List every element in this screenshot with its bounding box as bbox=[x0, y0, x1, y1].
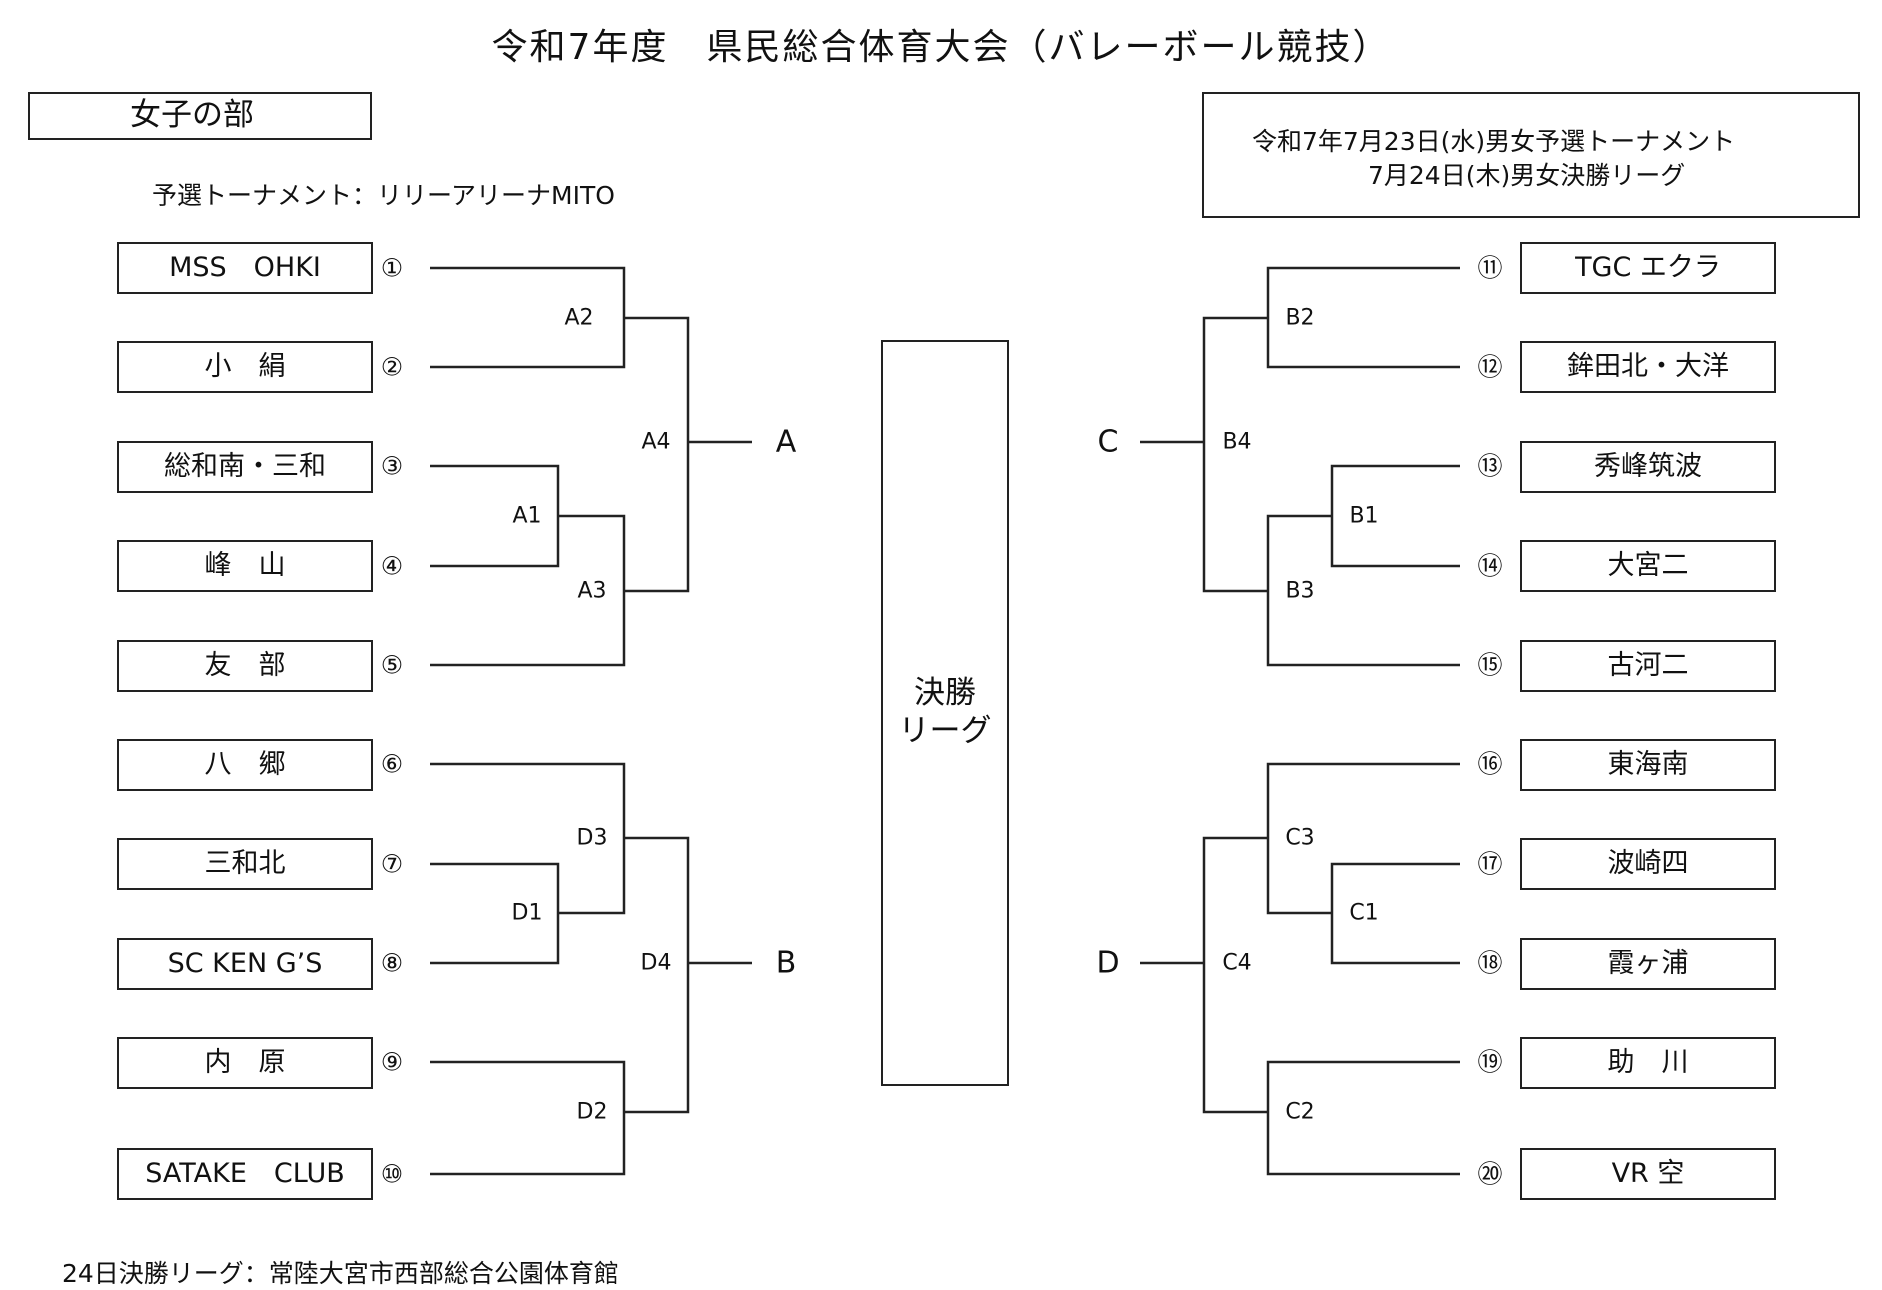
match-label-c2: C2 bbox=[1285, 1100, 1314, 1125]
match-line-d2 bbox=[430, 1060, 626, 1176]
team-box-8: SC KEN G’S bbox=[117, 938, 373, 990]
team-box-11: TGC エクラ bbox=[1520, 242, 1776, 294]
team-box-7: 三和北 bbox=[117, 838, 373, 890]
seed-18: ⑱ bbox=[1477, 949, 1502, 978]
match-line-c2 bbox=[1266, 1060, 1460, 1176]
match-label-c1: C1 bbox=[1349, 901, 1378, 926]
final-league-label-line-2: リーグ bbox=[898, 713, 992, 749]
team-box-2: 小 絹 bbox=[117, 341, 373, 393]
team-box-15: 古河二 bbox=[1520, 640, 1776, 692]
team-box-19: 助 川 bbox=[1520, 1037, 1776, 1089]
match-label-a4: A4 bbox=[641, 430, 670, 455]
seed-5: ⑤ bbox=[381, 651, 403, 680]
match-label-a1: A1 bbox=[512, 504, 541, 529]
team-box-18: 霞ヶ浦 bbox=[1520, 938, 1776, 990]
schedule-line-1: 令和7年7月23日(水)男女予選トーナメント bbox=[1252, 127, 1736, 156]
final-league-label: 決勝 リーグ bbox=[883, 674, 1007, 750]
seed-15: ⑮ bbox=[1477, 651, 1502, 680]
block-label-b: B bbox=[776, 946, 797, 981]
block-labels: A B C D bbox=[776, 425, 1120, 981]
team-box-9: 内 原 bbox=[117, 1037, 373, 1089]
match-label-c3: C3 bbox=[1285, 826, 1314, 851]
match-label-d2: D2 bbox=[577, 1100, 608, 1125]
schedule-line-2: 7月24日(木)男女決勝リーグ bbox=[1368, 161, 1686, 190]
seed-9: ⑨ bbox=[381, 1048, 403, 1077]
seed-10: ⑩ bbox=[381, 1160, 403, 1189]
match-label-d4: D4 bbox=[641, 951, 672, 976]
seed-1: ① bbox=[381, 254, 403, 283]
seed-19: ⑲ bbox=[1477, 1048, 1502, 1077]
seed-12: ⑫ bbox=[1477, 353, 1502, 382]
team-box-13: 秀峰筑波 bbox=[1520, 441, 1776, 493]
team-box-1: MSS OHKI bbox=[117, 242, 373, 294]
final-league-box: 決勝 リーグ bbox=[881, 340, 1009, 1086]
seed-14: ⑭ bbox=[1477, 552, 1502, 581]
match-line-d4 bbox=[624, 836, 690, 1114]
seed-numbers-left: ① ② ③ ④ ⑤ ⑥ ⑦ ⑧ ⑨ ⑩ bbox=[381, 254, 403, 1189]
team-box-20: VR 空 bbox=[1520, 1148, 1776, 1200]
schedule-box: 令和7年7月23日(水)男女予選トーナメント 7月24日(木)男女決勝リーグ bbox=[1202, 92, 1860, 218]
seed-7: ⑦ bbox=[381, 850, 403, 879]
team-box-4: 峰 山 bbox=[117, 540, 373, 592]
seed-20: ⑳ bbox=[1477, 1160, 1502, 1189]
seed-11: ⑪ bbox=[1477, 254, 1502, 283]
team-box-5: 友 部 bbox=[117, 640, 373, 692]
preliminary-venue: 予選トーナメント：リリーアリーナMITO bbox=[152, 181, 615, 210]
match-label-c4: C4 bbox=[1222, 951, 1251, 976]
match-line-a2 bbox=[430, 266, 626, 369]
team-box-14: 大宮二 bbox=[1520, 540, 1776, 592]
seed-6: ⑥ bbox=[381, 750, 403, 779]
seed-17: ⑰ bbox=[1477, 850, 1502, 879]
match-line-a4 bbox=[624, 316, 690, 593]
match-label-b3: B3 bbox=[1285, 579, 1314, 604]
team-box-10: SATAKE CLUB bbox=[117, 1148, 373, 1200]
match-line-c4 bbox=[1202, 836, 1268, 1114]
final-league-label-line-1: 決勝 bbox=[914, 675, 976, 711]
final-venue: 24日決勝リーグ：常陸大宮市西部総合公園体育館 bbox=[62, 1259, 619, 1288]
match-label-d3: D3 bbox=[577, 826, 608, 851]
match-label-b1: B1 bbox=[1349, 504, 1378, 529]
page-title: 令和7年度 県民総合体育大会（バレーボール競技） bbox=[491, 27, 1391, 68]
section-label: 女子の部 bbox=[28, 92, 372, 140]
match-label-a2: A2 bbox=[564, 306, 593, 331]
team-box-6: 八 郷 bbox=[117, 739, 373, 791]
match-label-b2: B2 bbox=[1285, 306, 1314, 331]
team-box-12: 鉾田北・大洋 bbox=[1520, 341, 1776, 393]
block-label-d: D bbox=[1096, 946, 1119, 981]
seed-3: ③ bbox=[381, 452, 403, 481]
block-label-c: C bbox=[1098, 425, 1119, 460]
team-box-3: 総和南・三和 bbox=[117, 441, 373, 493]
seed-16: ⑯ bbox=[1477, 750, 1502, 779]
seed-13: ⑬ bbox=[1477, 452, 1502, 481]
team-box-17: 波崎四 bbox=[1520, 838, 1776, 890]
bracket-lines bbox=[430, 266, 1460, 1176]
match-label-d1: D1 bbox=[512, 901, 543, 926]
seed-4: ④ bbox=[381, 552, 403, 581]
block-label-a: A bbox=[776, 425, 797, 460]
match-labels: A2 A1 A3 A4 D1 D3 D2 D4 B2 B1 B3 B4 C1 C… bbox=[512, 306, 1379, 1125]
match-label-b4: B4 bbox=[1222, 430, 1251, 455]
seed-8: ⑧ bbox=[381, 949, 403, 978]
seed-numbers-right: ⑪ ⑫ ⑬ ⑭ ⑮ ⑯ ⑰ ⑱ ⑲ ⑳ bbox=[1477, 254, 1502, 1189]
match-label-a3: A3 bbox=[577, 579, 606, 604]
match-line-b4 bbox=[1202, 316, 1268, 593]
seed-2: ② bbox=[381, 353, 403, 382]
team-box-16: 東海南 bbox=[1520, 739, 1776, 791]
